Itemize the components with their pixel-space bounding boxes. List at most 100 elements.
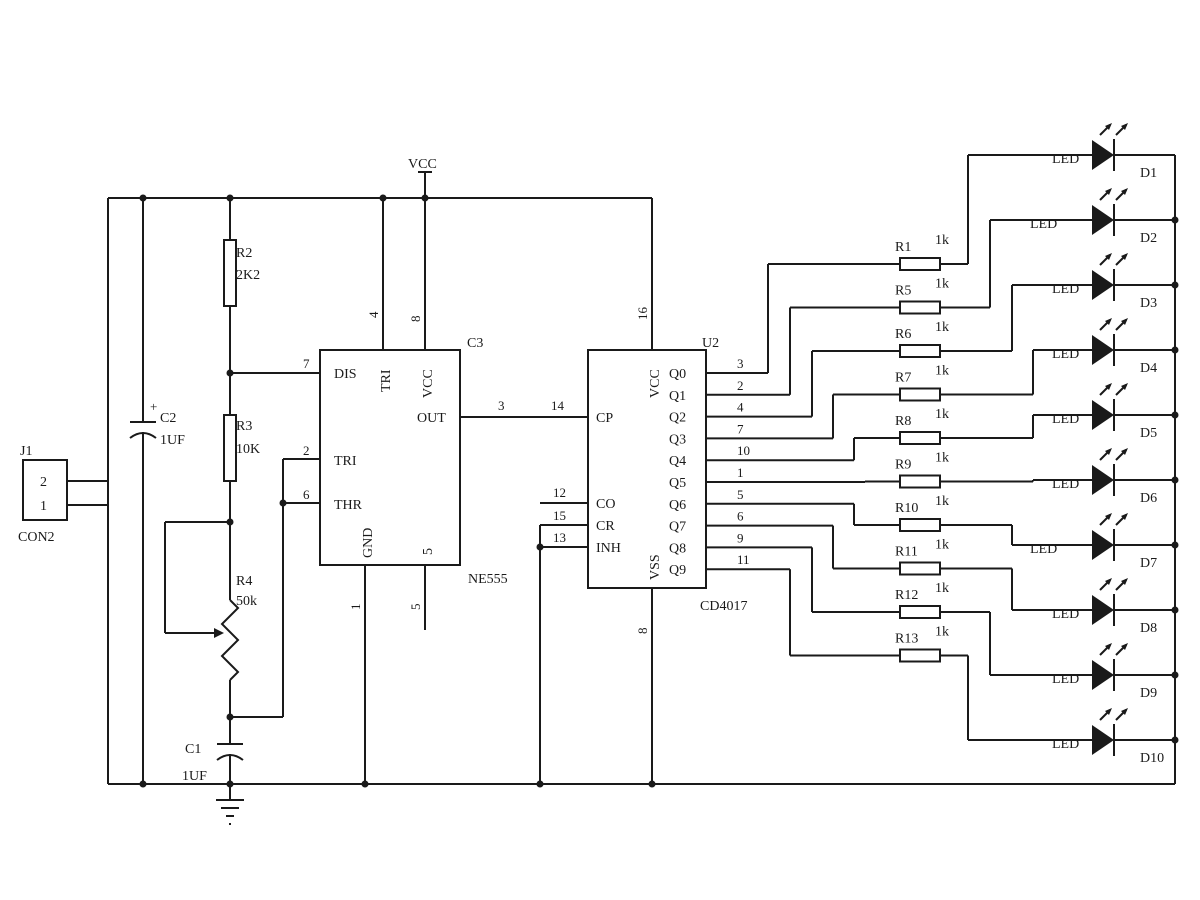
ne555-pin-gnd-num: 1 [348,604,363,611]
junction-dot [536,543,544,551]
vcc-rail: VCC [108,157,652,199]
cd4017-output-7-label: Q7 [669,520,686,535]
cd4017-name: CD4017 [700,599,747,614]
junction-dot [1171,541,1179,549]
ne555-pin-out-num: 3 [498,398,505,413]
cd4017-output-3-label: Q3 [669,432,686,447]
led-label: LED [1052,347,1079,362]
cd4017-ref: U2 [702,336,719,351]
ne555-timer: C3 NE555 DIS 7 TRI 2 THR 6 TRI 4 VCC 8 O… [303,198,508,784]
led-ref: D6 [1140,491,1157,506]
cd4017-pin-cr-num: 15 [553,508,566,523]
j1-ref: J1 [20,444,32,459]
led-label: LED [1052,477,1079,492]
resistor-value: 1k [935,581,949,596]
cd4017-output-9-num: 11 [737,552,750,567]
ne555-pin-out-label: OUT [417,411,446,426]
cd4017-output-1-label: Q1 [669,389,686,404]
r2-value: 2K2 [236,268,260,283]
ne555-pin-dis-num: 7 [303,356,310,371]
c1-value: 1UF [182,769,207,784]
ne555-pin-dis-label: DIS [334,367,357,382]
resistor-ref: R13 [895,632,918,647]
resistor-r13 [899,648,941,663]
ne555-pin-reset-num: 4 [366,311,381,318]
cd4017-output-7-num: 6 [737,509,744,524]
r2-ref: R2 [236,246,252,261]
junction-dot [139,780,147,788]
resistor-r8 [899,431,941,445]
led-ref: D8 [1140,621,1157,636]
cd4017-pin-cp-num: 14 [551,398,565,413]
led-d2 [1092,188,1128,236]
led-ref: D1 [1140,166,1157,181]
c2-polarity: + [150,399,157,414]
ne555-pin-tri-label: TRI [334,454,357,469]
junction-dot [1171,606,1179,614]
ne555-pin-vcc-label: VCC [421,369,436,398]
led-ref: D5 [1140,426,1157,441]
resistor-ref: R11 [895,545,918,560]
r4-potentiometer: R4 50k [164,521,257,717]
cd4017-output-9-label: Q9 [669,563,686,578]
c2-value: 1UF [160,433,185,448]
junction-dot [1171,411,1179,419]
cd4017-output-5-num: 1 [737,465,744,480]
led-ref: D10 [1140,751,1164,766]
junction-dot [1171,346,1179,354]
led-label: LED [1052,672,1079,687]
cd4017-pin-cr-label: CR [596,519,615,534]
junction-dot [279,499,287,507]
junction-dot [139,194,147,202]
junction-dot [226,518,234,526]
led-ref: D7 [1140,556,1157,571]
led-ref: D4 [1140,361,1157,376]
resistor-ref: R10 [895,501,918,516]
led-label: LED [1052,412,1079,427]
cd4017-pin-inh-num: 13 [553,530,566,545]
resistor-value: 1k [935,233,949,248]
r2-resistor: R2 2K2 [223,198,260,373]
j1-name: CON2 [18,530,55,545]
resistor-value: 1k [935,407,949,422]
led-d9 [1092,643,1128,691]
resistor-r5 [899,300,941,315]
ne555-ref: C3 [467,336,483,351]
r4-value: 50k [236,594,257,609]
junction-dot [1171,281,1179,289]
resistor-r6 [899,344,941,358]
resistor-value: 1k [935,494,949,509]
ne555-pin-ctl-num: 5 [408,604,423,611]
led-d5 [1092,383,1128,431]
junction-dot [536,780,544,788]
cd4017-output-8-label: Q8 [669,541,686,556]
j1-connector: J1 2 1 CON2 [18,444,108,545]
cd4017-output-5-label: Q5 [669,476,686,491]
ne555-pin-vcc-num: 8 [408,316,423,323]
cd4017-pin-vss-num: 8 [635,628,650,635]
r3-resistor: R3 10K [223,373,260,522]
cd4017-output-2-num: 4 [737,400,744,415]
cd4017-output-6-label: Q6 [669,498,686,513]
led-label: LED [1052,607,1079,622]
resistor-ref: R5 [895,284,911,299]
cd4017-pin-vss-label: VSS [648,554,663,580]
cd4017-pin-co-num: 12 [553,485,566,500]
led-d6 [1092,448,1128,496]
resistor-value: 1k [935,451,949,466]
c2-capacitor: + C2 1UF [129,198,185,784]
junction-dot [1171,671,1179,679]
resistor-ref: R7 [895,371,911,386]
cd4017-pin-cp-label: CP [596,411,613,426]
resistor-ref: R12 [895,588,918,603]
c2-ref: C2 [160,411,176,426]
led-d4 [1092,318,1128,366]
led-label: LED [1052,152,1079,167]
led-label: LED [1030,217,1057,232]
r3-value: 10K [236,442,260,457]
